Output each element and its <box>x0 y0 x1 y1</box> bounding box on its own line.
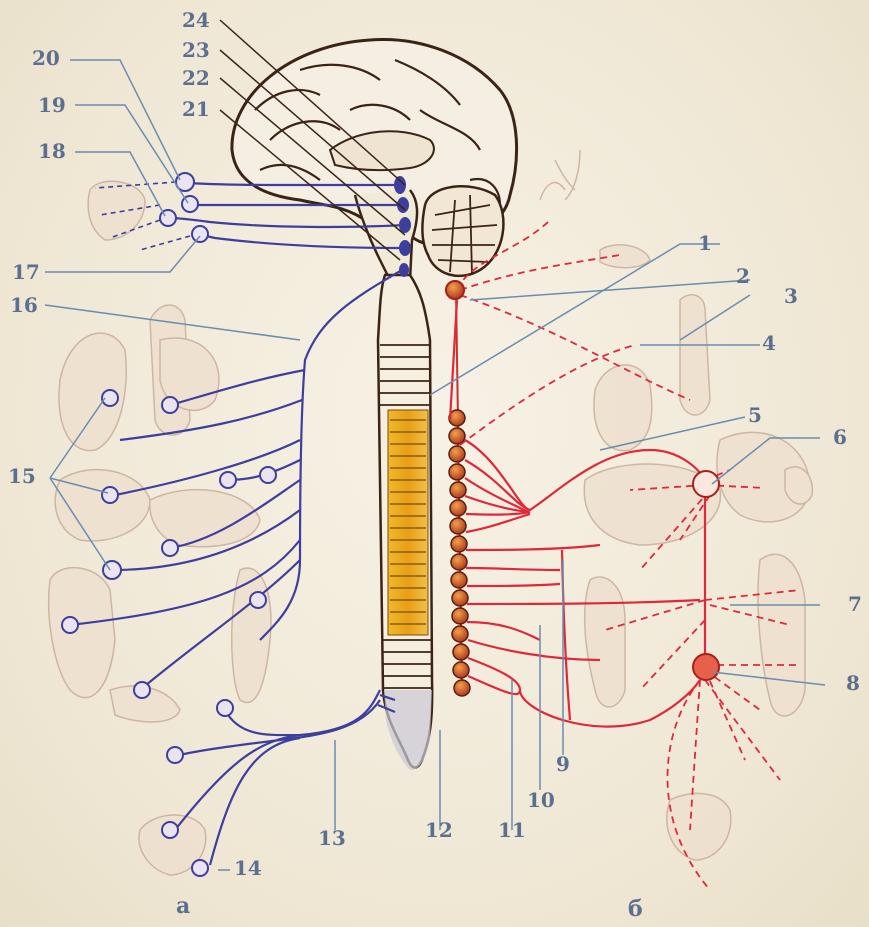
label-4: 4 <box>762 333 776 353</box>
label-14: 14 <box>234 858 262 878</box>
label-5: 5 <box>748 405 762 425</box>
side-label-right: б <box>628 896 643 922</box>
spinal-cord <box>378 275 432 770</box>
side-label-left: а <box>176 893 190 919</box>
label-11: 11 <box>498 820 526 840</box>
label-10: 10 <box>527 790 555 810</box>
label-2: 2 <box>736 266 750 286</box>
label-7: 7 <box>848 594 862 614</box>
label-19: 19 <box>38 95 66 115</box>
label-22: 22 <box>182 68 210 88</box>
label-24: 24 <box>182 10 210 30</box>
label-6: 6 <box>833 427 847 447</box>
label-16: 16 <box>10 295 38 315</box>
label-15: 15 <box>8 466 36 486</box>
label-3: 3 <box>784 286 798 306</box>
label-8: 8 <box>846 673 860 693</box>
sympathetic-trunk <box>446 281 470 696</box>
label-20: 20 <box>32 48 60 68</box>
label-1: 1 <box>698 233 712 253</box>
label-17: 17 <box>12 262 40 282</box>
label-18: 18 <box>38 141 66 161</box>
right-organs <box>540 150 812 860</box>
label-13: 13 <box>318 828 346 848</box>
label-21: 21 <box>182 99 210 119</box>
label-23: 23 <box>182 40 210 60</box>
label-9: 9 <box>556 754 570 774</box>
sympathetic-dashed <box>457 220 800 890</box>
label-12: 12 <box>425 820 453 840</box>
